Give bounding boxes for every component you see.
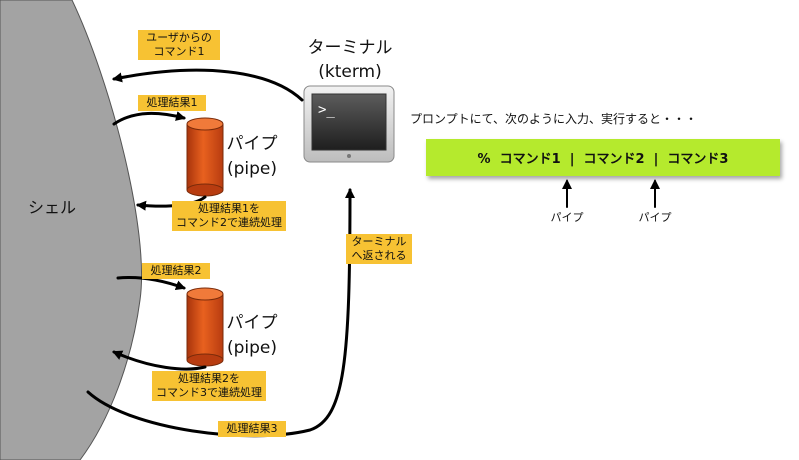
label-user-command: ユーザからの コマンド1 xyxy=(138,30,220,60)
arrow-result2-to-pipe2 xyxy=(116,276,186,290)
command-bar-text: % コマンド1 | コマンド2 | コマンド3 xyxy=(477,152,729,167)
pipe-1-title: パイプ xyxy=(226,134,278,154)
label-result2-to-cmd3: 処理結果2を コマンド3で連続処理 xyxy=(152,371,266,401)
terminal-title: ターミナル xyxy=(307,38,393,58)
terminal-subtitle: (kterm) xyxy=(318,62,382,82)
label-result1-to-cmd2: 処理結果1を コマンド2で連続処理 xyxy=(172,201,286,231)
arrow-pipe2-to-shell xyxy=(112,350,207,371)
prompt-note: プロンプトにて、次のように入力、実行すると・・・ xyxy=(410,112,698,126)
pipe-1-subtitle: (pipe) xyxy=(226,159,278,179)
pipe-2-subtitle: (pipe) xyxy=(226,338,278,358)
label-result1-to-cmd2-line2: コマンド2で連続処理 xyxy=(176,216,282,229)
label-return-to-terminal-line2: へ返される xyxy=(351,249,407,262)
label-result1-to-cmd2-line1: 処理結果1を xyxy=(198,202,260,215)
label-return-to-terminal-line1: ターミナル xyxy=(351,235,407,248)
shell-shape xyxy=(0,0,143,460)
arrow-result3-to-terminal xyxy=(86,188,355,438)
shell-label: シェル xyxy=(27,198,76,217)
arrow-terminal-to-shell xyxy=(112,68,304,102)
command-bar: % コマンド1 | コマンド2 | コマンド3 xyxy=(426,139,780,176)
label-result1: 処理結果1 xyxy=(138,95,206,111)
terminal-screen-prompt: >_ xyxy=(318,102,335,118)
pipe-marker-1-label: パイプ xyxy=(550,211,584,224)
label-return-to-terminal: ターミナル へ返される xyxy=(346,234,412,264)
pipe-2-cylinder xyxy=(186,287,224,367)
label-user-command-line2: コマンド1 xyxy=(153,45,205,58)
arrow-result1-to-pipe1 xyxy=(112,111,186,126)
terminal-icon: >_ xyxy=(303,85,395,163)
pipe-1-cylinder xyxy=(186,117,224,197)
label-result2-to-cmd3-line1: 処理結果2を xyxy=(178,372,240,385)
label-result3: 処理結果3 xyxy=(218,421,286,437)
label-user-command-line1: ユーザからの xyxy=(146,31,212,44)
pipe-2-title: パイプ xyxy=(226,313,278,333)
pipe-marker-2-label: パイプ xyxy=(638,211,672,224)
label-result2: 処理結果2 xyxy=(142,263,210,279)
label-result2-to-cmd3-line2: コマンド3で連続処理 xyxy=(156,386,262,399)
